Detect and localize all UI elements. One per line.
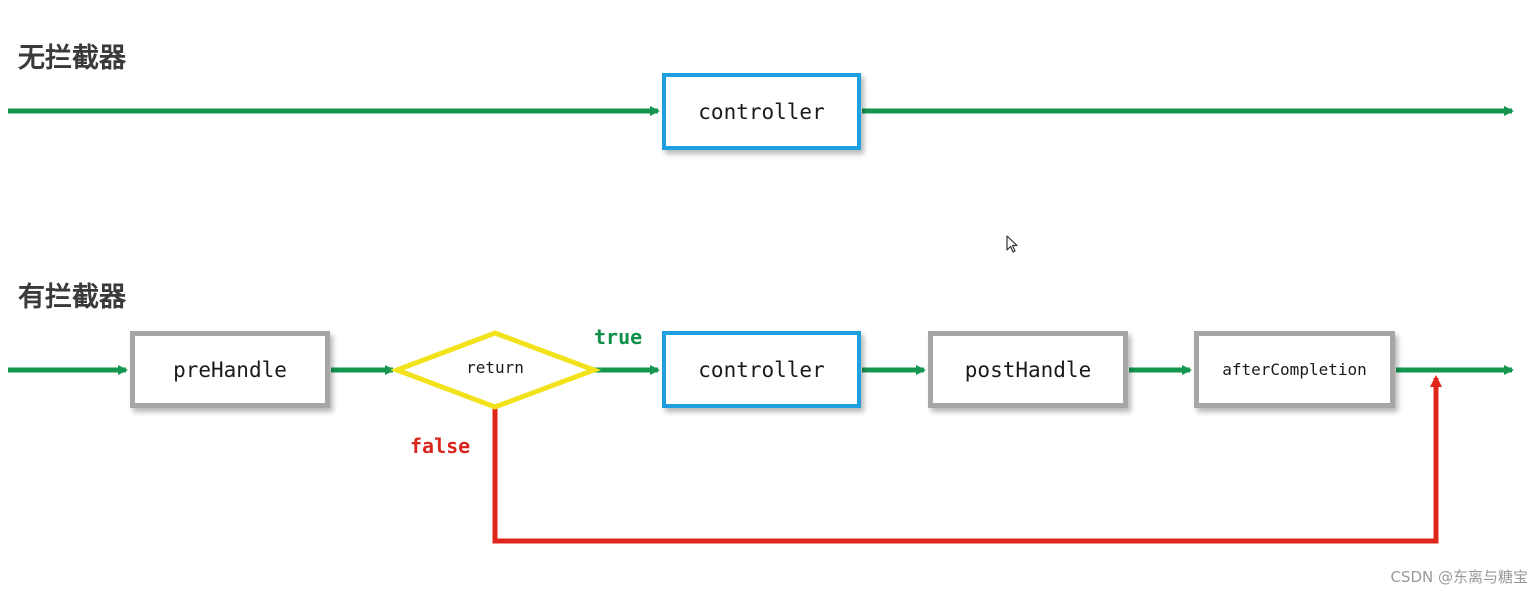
return-label: return — [466, 358, 524, 377]
false-branch-label: false — [410, 434, 471, 458]
watermark: CSDN @东离与糖宝 — [1390, 568, 1528, 586]
posthandle-label: postHandle — [964, 357, 1092, 382]
controller-box: controller — [662, 331, 861, 408]
false-branch-arrow — [492, 375, 1442, 544]
controller-label-top: controller — [698, 99, 825, 124]
aftercompletion-box: afterCompletion — [1194, 331, 1395, 408]
controller-label: controller — [698, 357, 825, 382]
aftercompletion-label: afterCompletion — [1222, 360, 1367, 379]
posthandle-box: postHandle — [928, 331, 1128, 408]
heading-no-interceptor: 无拦截器 — [18, 43, 126, 74]
controller-box-top: controller — [662, 73, 861, 150]
prehandle-label: preHandle — [173, 357, 287, 382]
heading-with-interceptor: 有拦截器 — [18, 282, 126, 313]
return-decision-diamond — [389, 330, 602, 410]
mouse-cursor-icon — [1006, 235, 1018, 253]
prehandle-box: preHandle — [130, 331, 330, 408]
true-branch-label: true — [594, 325, 643, 349]
